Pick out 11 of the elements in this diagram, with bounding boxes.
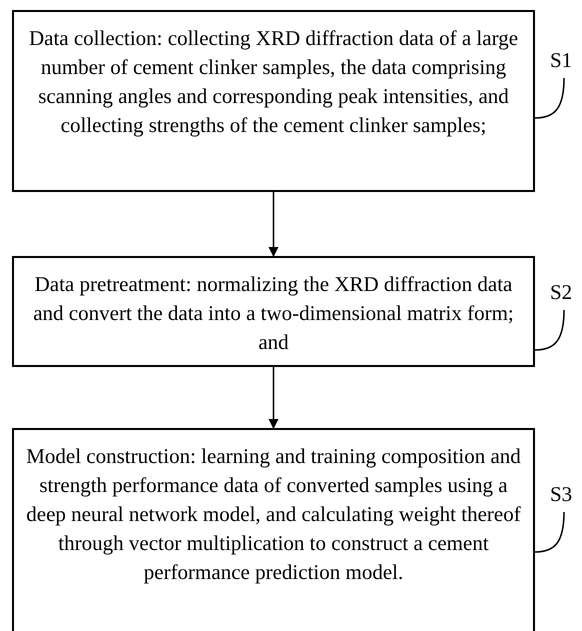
arrow [268, 192, 278, 257]
step-label: S3 [550, 480, 580, 508]
process-box: Data collection: collecting XRD diffraction data of a large number of cement clinker samples, the data comprising scanning angles and corresponding peak intensities, and collecting strengths of the cement clinker samples; [12, 10, 535, 192]
leader-line [534, 512, 565, 553]
step-label: S1 [550, 46, 580, 74]
step-label: S2 [550, 278, 580, 306]
process-box: Model construction: learning and training composition and strength performance data of converted samples using a deep neural network model, and calculating weight thereof through vector multiplication to construct a cement performance prediction model. [12, 428, 535, 631]
arrow [268, 367, 278, 429]
leader-line [534, 78, 565, 119]
process-box: Data pretreatment: normalizing the XRD diffraction data and convert the data into a two-dimensional matrix form; and [12, 256, 535, 367]
leader-line [534, 310, 565, 351]
